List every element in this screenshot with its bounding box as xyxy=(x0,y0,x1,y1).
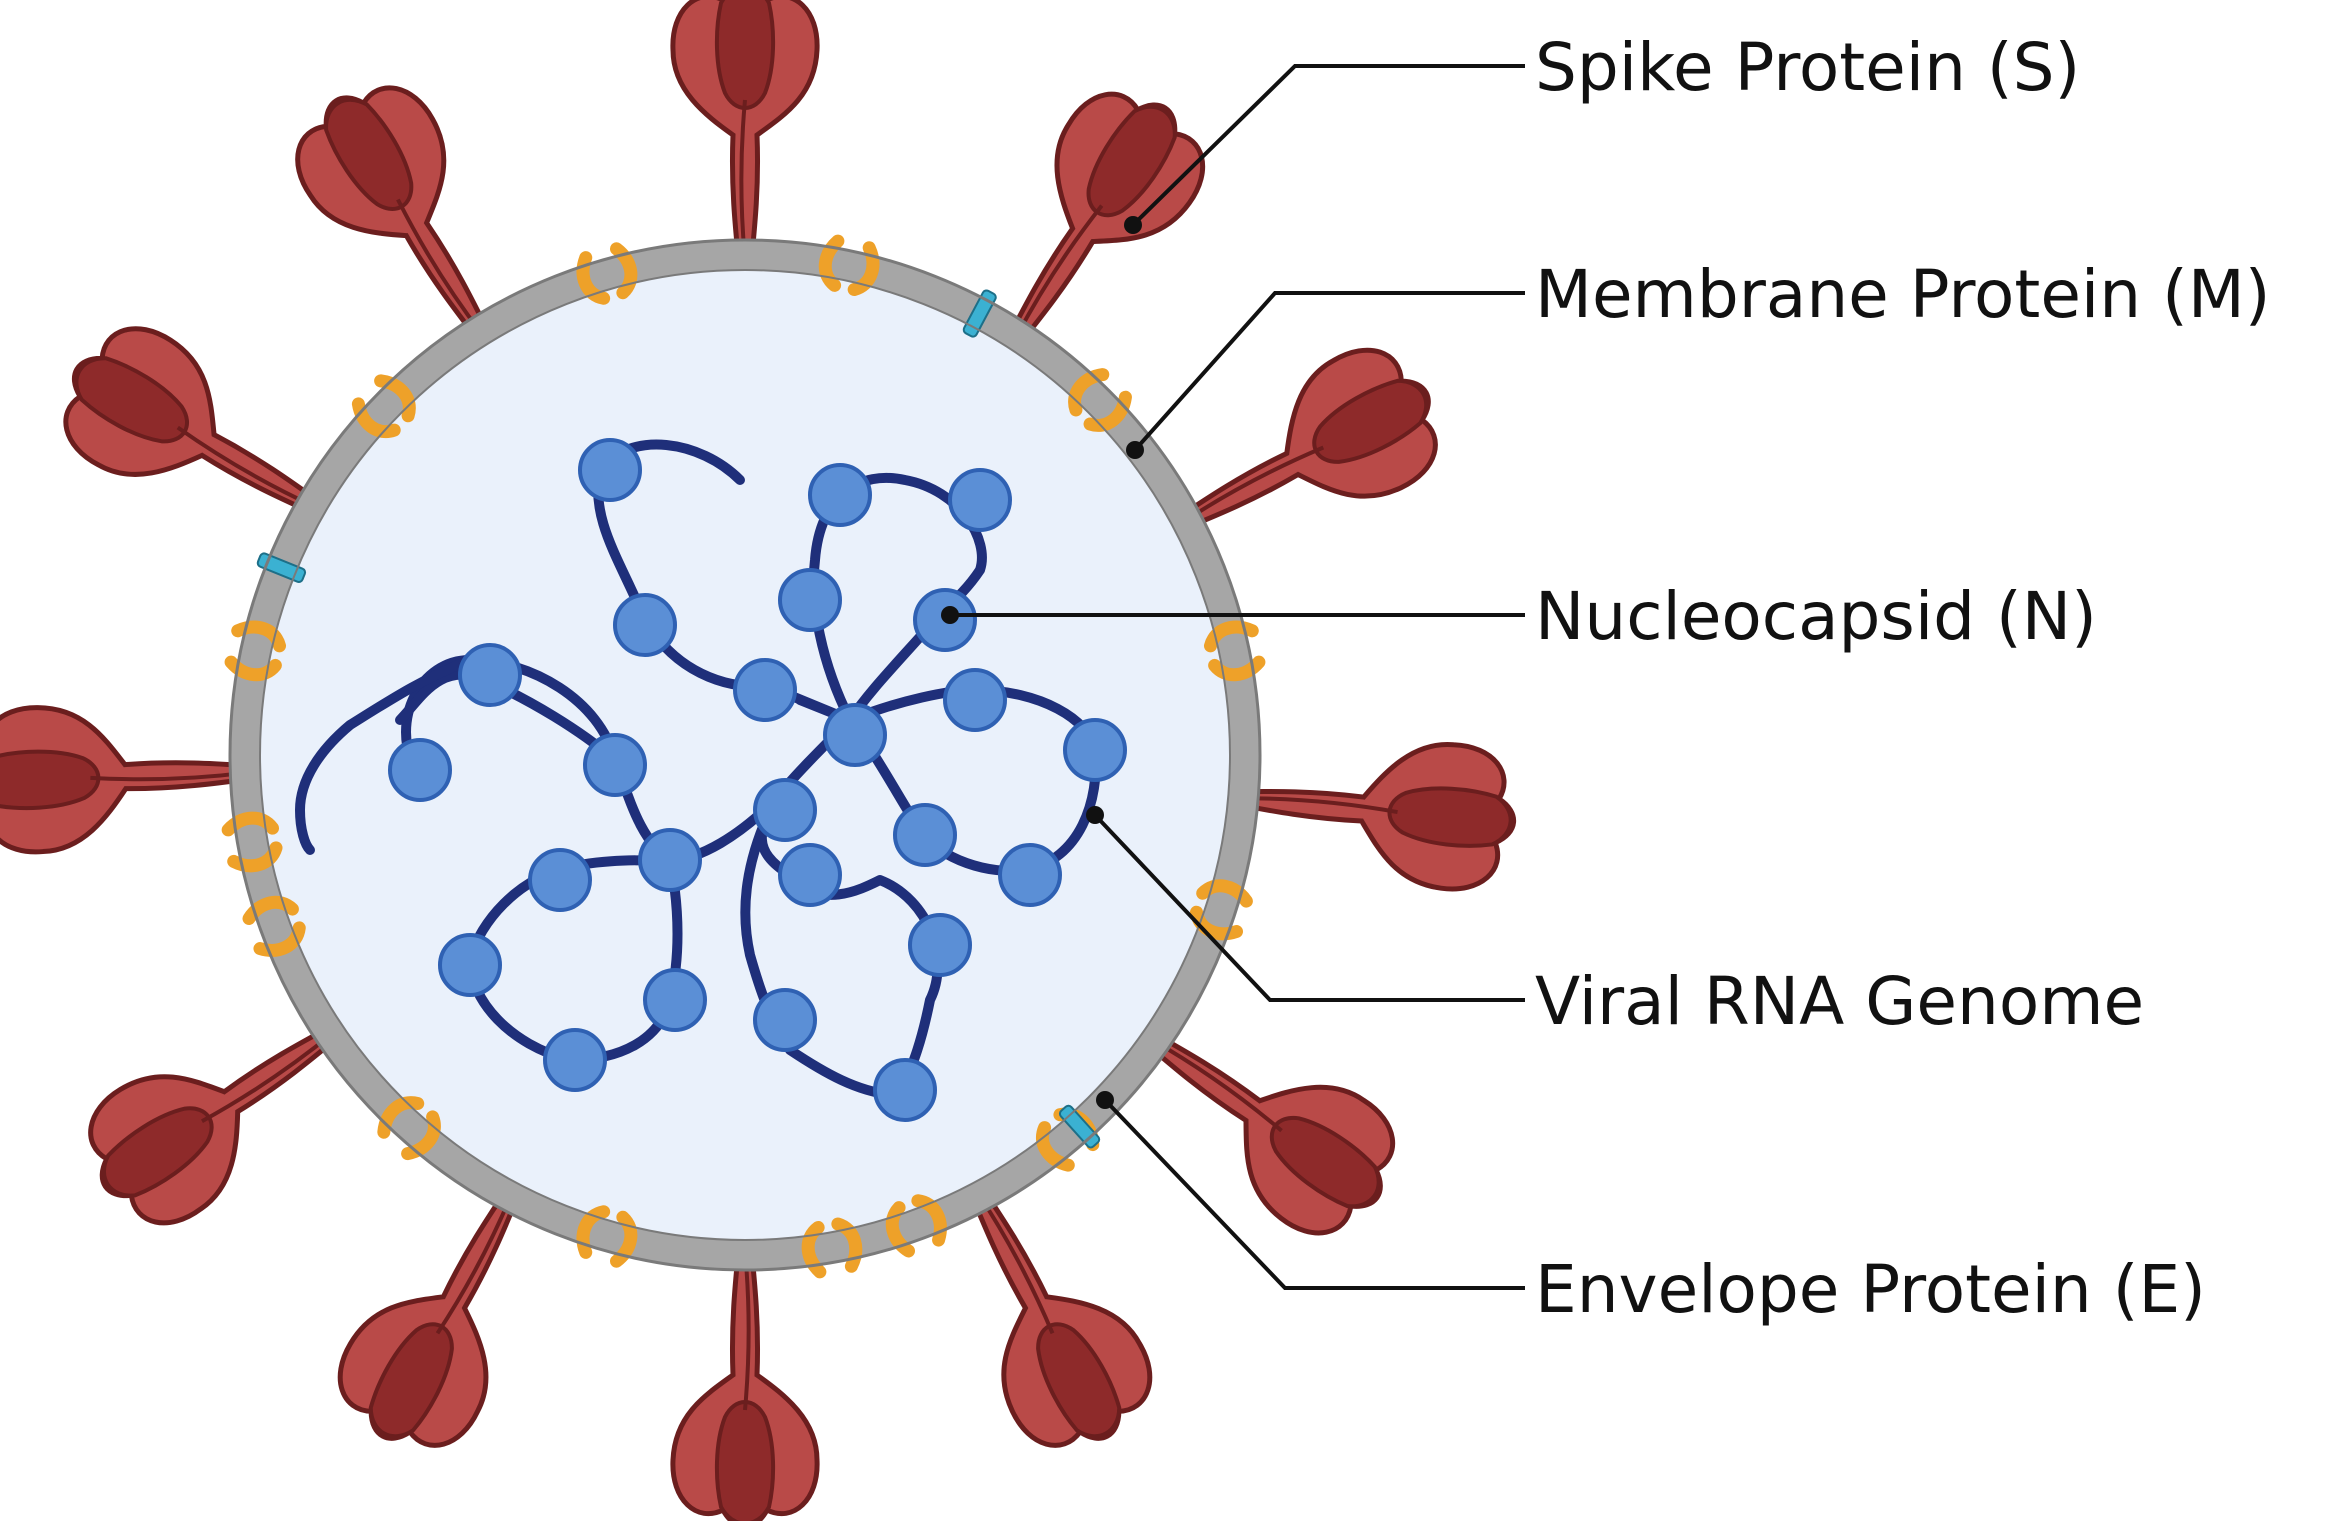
nucleocapsid-bead-icon xyxy=(873,1058,937,1122)
membrane-protein-icon xyxy=(1203,620,1266,682)
nucleocapsid-bead-icon xyxy=(753,988,817,1052)
membrane-protein-icon xyxy=(885,1194,947,1258)
nucleocapsid-bead-icon xyxy=(778,568,842,632)
spike-leader-line xyxy=(1131,64,1525,227)
membrane-protein-icon xyxy=(221,811,283,873)
nucleocapsid-bead-icon xyxy=(543,1028,607,1092)
nucleocapsid-bead-icon xyxy=(388,738,452,802)
viral-envelope-membrane xyxy=(230,240,1260,1270)
envelope-protein-label: Envelope Protein (E) xyxy=(1535,1251,2206,1328)
nucleocapsid-bead-icon xyxy=(808,463,872,527)
spike-protein-label: Spike Protein (S) xyxy=(1535,29,2080,106)
spike-glycoprotein-icon xyxy=(0,705,259,855)
membrane-protein-icon xyxy=(242,895,306,957)
spike-proteins xyxy=(0,0,1517,1521)
membrane-leader-dot xyxy=(1126,441,1144,459)
spike-glycoprotein-icon xyxy=(1139,1027,1396,1236)
spike-glycoprotein-icon xyxy=(337,1181,524,1448)
nucleocapsid-bead-icon xyxy=(578,438,642,502)
rna-leader-dot xyxy=(1086,806,1104,824)
nucleocapsid-bead-icon xyxy=(908,913,972,977)
membrane-protein-label: Membrane Protein (M) xyxy=(1535,256,2271,333)
membrane-protein-icon xyxy=(224,620,287,682)
membrane-protein-icon xyxy=(377,1096,441,1161)
rna-leader-line xyxy=(1093,813,1525,1002)
spike-glycoprotein-icon xyxy=(670,0,820,268)
envelope-leader-dot xyxy=(1096,1091,1114,1109)
nucleocapsid-bead-icon xyxy=(823,703,887,767)
spike-glycoprotein-icon xyxy=(88,1020,346,1226)
nucleocapsid-bead-icon xyxy=(458,643,522,707)
membrane-protein-icon xyxy=(818,234,880,297)
spike-glycoprotein-icon xyxy=(1003,91,1206,351)
spike-leader-dot xyxy=(1124,216,1142,234)
membrane-protein-icon xyxy=(801,1217,863,1279)
nucleocapsid-bead-icon xyxy=(583,733,647,797)
nucleocapsid-bead-icon xyxy=(638,828,702,892)
leader-lines xyxy=(941,64,1525,1290)
nucleocapsid-bead-icon xyxy=(1063,718,1127,782)
spike-glycoprotein-icon xyxy=(63,326,327,519)
nucleocapsid-proteins xyxy=(388,438,1127,1122)
spike-glycoprotein-icon xyxy=(295,85,494,346)
membrane-protein-icon xyxy=(1068,368,1132,432)
nucleocapsid-bead-icon xyxy=(643,968,707,1032)
nucleocapsid-bead-icon xyxy=(753,778,817,842)
nucleocapsid-leader-dot xyxy=(941,606,959,624)
nucleocapsid-bead-icon xyxy=(998,843,1062,907)
nucleocapsid-label: Nucleocapsid (N) xyxy=(1535,578,2097,655)
spike-glycoprotein-icon xyxy=(1171,347,1438,534)
envelope-leader-line xyxy=(1103,1098,1525,1290)
nucleocapsid-bead-icon xyxy=(438,933,502,997)
membrane-protein-icon xyxy=(576,1205,638,1268)
nucleocapsid-bead-icon xyxy=(943,668,1007,732)
nucleocapsid-bead-icon xyxy=(778,843,842,907)
nucleocapsid-bead-icon xyxy=(893,803,957,867)
nucleocapsid-bead-icon xyxy=(528,848,592,912)
spike-glycoprotein-icon xyxy=(1229,742,1517,892)
membrane-protein-icon xyxy=(576,242,638,305)
nucleocapsid-bead-icon xyxy=(948,468,1012,532)
viral-rna-genome-label: Viral RNA Genome xyxy=(1535,963,2144,1040)
membrane-protein-icon xyxy=(1190,879,1253,941)
spike-glycoprotein-icon xyxy=(670,1242,820,1521)
virion-diagram xyxy=(0,0,1517,1521)
nucleocapsid-bead-icon xyxy=(733,658,797,722)
membrane-leader-line xyxy=(1133,291,1525,452)
membrane-protein-icon xyxy=(351,374,416,439)
nucleocapsid-bead-icon xyxy=(613,593,677,657)
